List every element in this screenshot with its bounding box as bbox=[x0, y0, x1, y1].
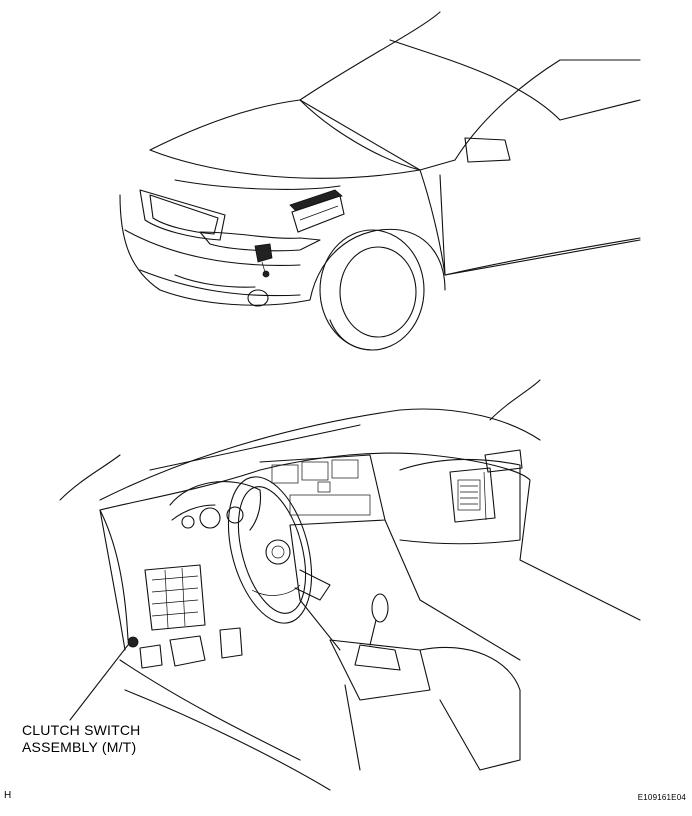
corner-letter: H bbox=[4, 790, 12, 801]
dashboard-interior-illustration bbox=[59, 379, 641, 791]
figure-code: E109161E04 bbox=[637, 793, 686, 802]
clutch-switch-leader-line bbox=[69, 644, 129, 721]
callout-line-1: CLUTCH SWITCH bbox=[22, 722, 141, 738]
clutch-switch-callout: CLUTCH SWITCH ASSEMBLY (M/T) bbox=[22, 722, 140, 756]
callout-line-2: ASSEMBLY (M/T) bbox=[22, 739, 137, 755]
car-exterior-illustration bbox=[119, 11, 641, 351]
